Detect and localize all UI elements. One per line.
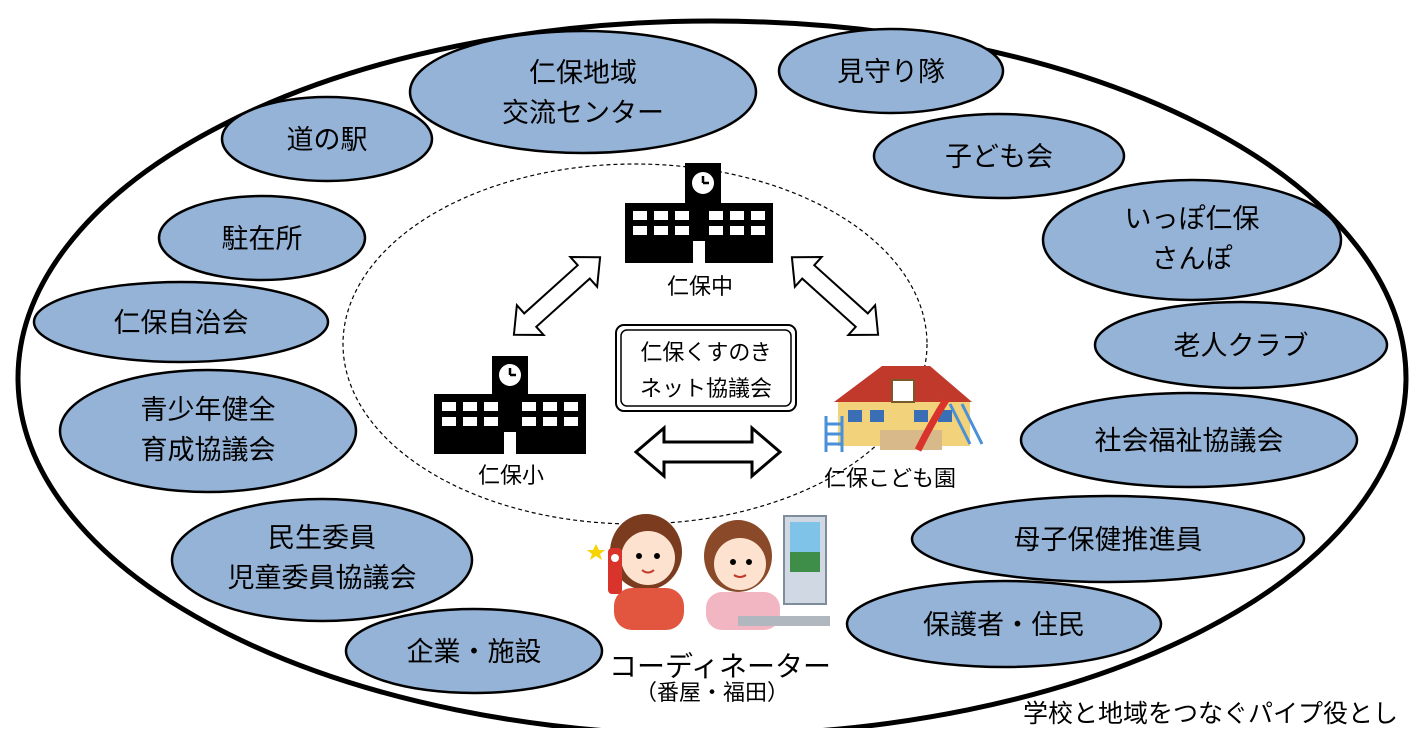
org-label: 仁保自治会: [114, 308, 249, 339]
double-arrow-icon: [633, 424, 783, 480]
outer-boundary: [15, 18, 1409, 732]
org-rojin: 老人クラブ: [1093, 300, 1389, 390]
org-kigyo: 企業・施設: [344, 607, 604, 695]
org-ippo: いっぽ仁保 さんぽ: [1041, 178, 1343, 302]
org-label-line: 青少年健全: [141, 395, 276, 426]
org-label-line: 仁保地域: [529, 58, 637, 89]
kindergarten-label: 仁保こども園: [824, 467, 956, 492]
org-label-line: 育成協議会: [141, 435, 276, 466]
org-minsei: 民生委員 児童委員協議会: [170, 497, 474, 623]
org-label-line: 児童委員協議会: [228, 563, 417, 594]
org-label-line: 交流センター: [502, 98, 664, 129]
org-label: 駐在所: [222, 224, 303, 255]
org-boshi: 母子保健推進員: [910, 494, 1306, 584]
kindergarten-icon: [824, 366, 984, 452]
org-label: 見守り隊: [837, 57, 945, 88]
coordinator-illustration: [587, 514, 830, 630]
org-seishonen: 青少年健全 育成協議会: [58, 368, 358, 494]
org-label: 企業・施設: [407, 637, 542, 668]
double-arrow-icon: [790, 256, 880, 336]
footer-caption: 学校と地域をつなぐパイプ役とし: [1023, 699, 1399, 728]
org-label: 母子保健推進員: [1014, 525, 1203, 556]
org-hogosha: 保護者・住民: [845, 579, 1163, 669]
org-mimamori: 見守り隊: [777, 27, 1005, 115]
school-building-icon: [625, 163, 773, 263]
org-label-line: いっぽ仁保: [1125, 204, 1260, 235]
org-shakyo: 社会福祉協議会: [1019, 391, 1359, 489]
council-label-line: ネット協議会: [640, 377, 772, 402]
org-kodomokai: 子ども会: [872, 112, 1126, 200]
org-michinoeki: 道の駅: [220, 95, 434, 183]
org-label-line: 民生委員: [268, 523, 376, 554]
coordinator-names: （番屋・福田）: [635, 681, 789, 706]
middle-school-label: 仁保中: [667, 275, 733, 300]
double-arrow-icon: [512, 256, 602, 336]
elementary-school-label: 仁保小: [478, 464, 544, 489]
council-label-line: 仁保くすのき: [640, 341, 771, 366]
org-label: 老人クラブ: [1174, 331, 1309, 362]
org-label: 子ども会: [945, 142, 1053, 173]
org-label: 保護者・住民: [923, 610, 1085, 641]
org-label: 道の駅: [287, 125, 368, 156]
org-chiiki-koryu: 仁保地域 交流センター: [408, 29, 758, 155]
org-label-line: さんぽ: [1152, 244, 1233, 275]
council-box: 仁保くすのき ネット協議会: [615, 324, 797, 412]
inner-boundary: [342, 163, 928, 525]
org-chuzaisho: 駐在所: [157, 194, 367, 282]
school-building-icon: [434, 356, 586, 454]
coordinator-title: コーディネーター: [609, 650, 831, 683]
org-label: 社会福祉協議会: [1095, 426, 1284, 457]
org-jichikai: 仁保自治会: [32, 280, 330, 364]
